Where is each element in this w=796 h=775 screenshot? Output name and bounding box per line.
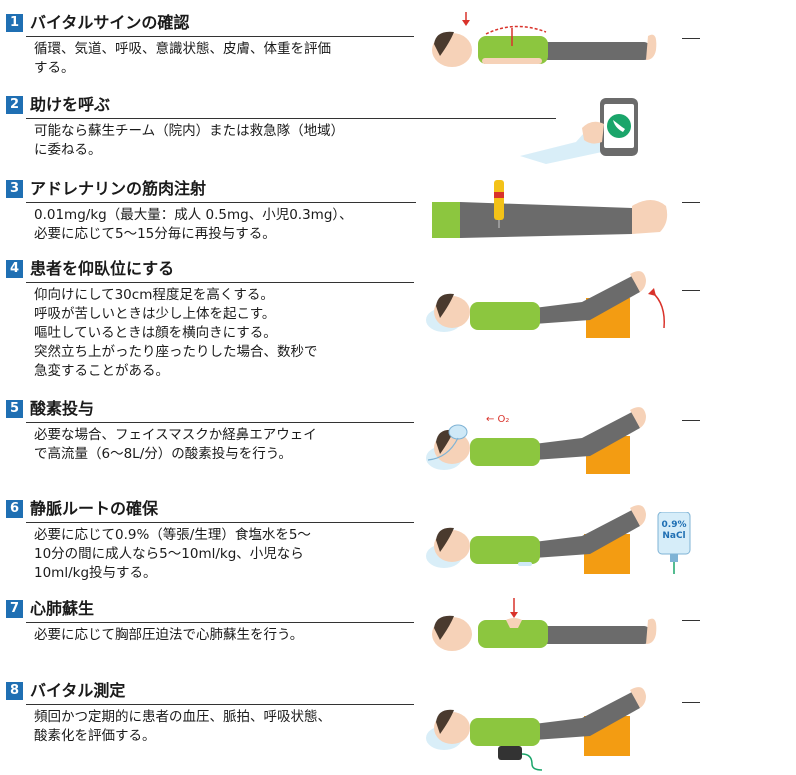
step-description: 頻回かつ定期的に患者の血圧、脈拍、呼吸状態、 酸素化を評価する。 bbox=[34, 709, 331, 744]
step-title: 患者を仰臥位にする bbox=[30, 259, 175, 278]
step-number: 2 bbox=[6, 96, 23, 114]
side-line bbox=[682, 702, 700, 703]
side-line bbox=[682, 290, 700, 291]
side-line bbox=[682, 202, 700, 203]
step-underline bbox=[26, 282, 414, 283]
saline-bag-illustration bbox=[656, 512, 692, 576]
step-description: 仰向けにして30cm程度足を高くする。 呼吸が苦しいときは少し上体を起こす。 嘔… bbox=[34, 287, 318, 379]
step-7: 7 心肺蘇生 必要に応じて胸部圧迫法で心肺蘇生を行う。 bbox=[0, 598, 796, 664]
step-underline bbox=[26, 522, 414, 523]
step-number: 5 bbox=[6, 400, 23, 418]
step-header: 2 助けを呼ぶ bbox=[6, 94, 566, 116]
vital-monitor-illustration bbox=[422, 682, 682, 772]
side-line bbox=[682, 420, 700, 421]
step-description: 循環、気道、呼吸、意識状態、皮膚、体重を評価 する。 bbox=[34, 41, 331, 76]
step-description: 可能なら蘇生チーム（院内）または救急隊（地域） に委ねる。 bbox=[34, 123, 345, 158]
step-2: 2 助けを呼ぶ 可能なら蘇生チーム（院内）または救急隊（地域） に委ねる。 bbox=[0, 94, 796, 164]
step-underline bbox=[26, 118, 556, 119]
step-title: 静脈ルートの確保 bbox=[30, 499, 159, 518]
step-header: 8 バイタル測定 bbox=[6, 680, 566, 702]
step-title: 助けを呼ぶ bbox=[30, 95, 111, 114]
iv-line-illustration bbox=[422, 500, 682, 580]
step-underline bbox=[26, 622, 414, 623]
step-underline bbox=[26, 704, 414, 705]
step-header: 1 バイタルサインの確認 bbox=[6, 12, 566, 34]
step-title: バイタルサインの確認 bbox=[30, 13, 190, 32]
step-description: 必要に応じて0.9%（等張/生理）食塩水を5～ 10分の間に成人なら5～10ml… bbox=[34, 527, 311, 581]
step-8: 8 バイタル測定 頻回かつ定期的に患者の血圧、脈拍、呼吸状態、 酸素化を評価する… bbox=[0, 680, 796, 772]
step-description: 必要に応じて胸部圧迫法で心肺蘇生を行う。 bbox=[34, 627, 304, 643]
step-3: 3 アドレナリンの筋肉注射 0.01mg/kg（最大量：成人 0.5mg、小児0… bbox=[0, 178, 796, 248]
step-underline bbox=[26, 36, 414, 37]
step-header: 7 心肺蘇生 bbox=[6, 598, 566, 620]
oxygen-label: ← O₂ bbox=[486, 414, 510, 425]
saline-bag-label-2: NaCl bbox=[662, 531, 686, 541]
step-description: 必要な場合、フェイスマスクか経鼻エアウェイ で高流量（6～8L/分）の酸素投与を… bbox=[34, 427, 317, 462]
step-number: 3 bbox=[6, 180, 23, 198]
step-underline bbox=[26, 202, 416, 203]
leg-injection-illustration bbox=[432, 178, 682, 248]
step-6: 6 静脈ルートの確保 必要に応じて0.9%（等張/生理）食塩水を5～ 10分の間… bbox=[0, 498, 796, 588]
side-line bbox=[682, 620, 700, 621]
step-title: バイタル測定 bbox=[30, 681, 126, 700]
cpr-illustration bbox=[422, 598, 672, 664]
step-description: 0.01mg/kg（最大量：成人 0.5mg、小児0.3mg）、 必要に応じて5… bbox=[34, 207, 353, 242]
step-title: 心肺蘇生 bbox=[30, 599, 95, 618]
patient-lying-illustration bbox=[422, 12, 672, 82]
step-header: 5 酸素投与 bbox=[6, 398, 566, 420]
step-5: 5 酸素投与 必要な場合、フェイスマスクか経鼻エアウェイ で高流量（6～8L/分… bbox=[0, 398, 796, 478]
step-number: 7 bbox=[6, 600, 23, 618]
step-4: 4 患者を仰臥位にする 仰向けにして30cm程度足を高くする。 呼吸が苦しいとき… bbox=[0, 258, 796, 388]
step-underline bbox=[26, 422, 414, 423]
step-number: 6 bbox=[6, 500, 23, 518]
saline-bag-label-1: 0.9% bbox=[661, 520, 687, 530]
step-title: アドレナリンの筋肉注射 bbox=[30, 179, 207, 198]
side-line bbox=[682, 38, 700, 39]
step-1: 1 バイタルサインの確認 循環、気道、呼吸、意識状態、皮膚、体重を評価 する。 bbox=[0, 12, 796, 82]
step-header: 6 静脈ルートの確保 bbox=[6, 498, 566, 520]
step-title: 酸素投与 bbox=[30, 399, 95, 418]
oxygen-mask-illustration bbox=[422, 400, 682, 480]
step-header: 4 患者を仰臥位にする bbox=[6, 258, 566, 280]
step-header: 3 アドレナリンの筋肉注射 bbox=[6, 178, 566, 200]
phone-call-illustration bbox=[516, 94, 646, 164]
step-number: 1 bbox=[6, 14, 23, 32]
step-number: 8 bbox=[6, 682, 23, 700]
patient-legs-raised-illustration bbox=[422, 262, 682, 342]
step-number: 4 bbox=[6, 260, 23, 278]
